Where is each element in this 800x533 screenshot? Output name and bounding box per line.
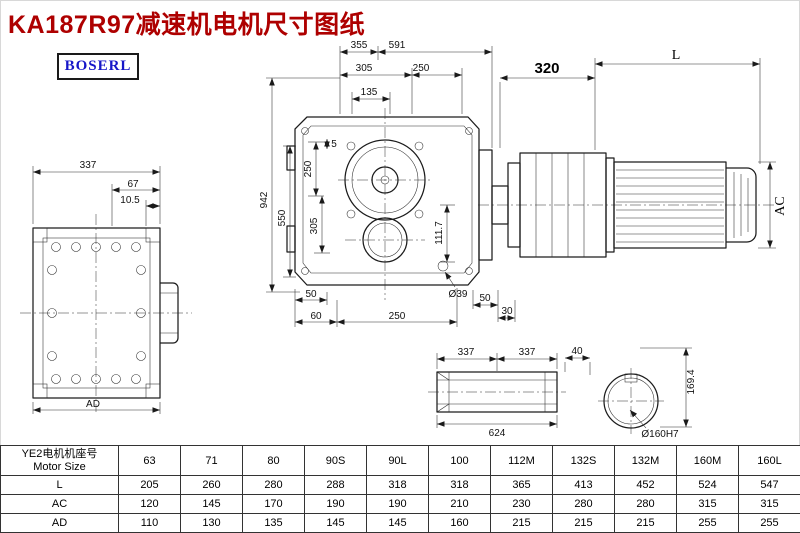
dim-side-67: 67 (127, 179, 139, 190)
cell: 160 (429, 514, 491, 533)
col-header-71: 71 (181, 446, 243, 476)
dim-motor-L: L (672, 48, 681, 63)
dim-front-250-left: 250 (303, 160, 314, 177)
cell: 547 (739, 476, 800, 495)
drain-hole (438, 261, 448, 271)
cell: 230 (491, 495, 553, 514)
dim-front-305-left: 305 (309, 217, 320, 234)
shaft-bore-end-view: 40 169.4 Ø160H7 (565, 346, 697, 440)
cell: 413 (553, 476, 615, 495)
dim-shaft-337a: 337 (458, 347, 475, 358)
dim-front-550: 550 (277, 209, 288, 226)
dim-motor-320: 320 (534, 60, 559, 77)
cell: 190 (305, 495, 367, 514)
col-header-132m: 132M (615, 446, 677, 476)
dim-front-942: 942 (259, 191, 270, 208)
cell: 190 (367, 495, 429, 514)
cell: 260 (181, 476, 243, 495)
dim-front-60: 60 (310, 311, 322, 322)
col-header-63: 63 (119, 446, 181, 476)
hollow-shaft-section-view: 337 337 624 (428, 347, 566, 439)
table-header-row: YE2电机机座号 Motor Size 63 71 80 90S 90L 100… (1, 446, 800, 476)
dim-front-30: 30 (501, 306, 513, 317)
cell: 145 (181, 495, 243, 514)
col-header-160l: 160L (739, 446, 800, 476)
cell: 145 (367, 514, 429, 533)
cell: 130 (181, 514, 243, 533)
cell: 280 (243, 476, 305, 495)
table-header-motor-size: YE2电机机座号 Motor Size (1, 446, 119, 476)
row-label-AD: AD (1, 514, 119, 533)
dim-shaft-337b: 337 (519, 347, 536, 358)
cell: 524 (677, 476, 739, 495)
dim-side-10-5: 10.5 (120, 195, 140, 206)
cell: 365 (491, 476, 553, 495)
dim-front-50-right: 50 (479, 293, 491, 304)
cell: 288 (305, 476, 367, 495)
dim-front-355: 355 (351, 40, 368, 51)
cell: 255 (677, 514, 739, 533)
col-header-90s: 90S (305, 446, 367, 476)
dim-bore-169-4: 169.4 (686, 369, 697, 394)
dim-side-ad: AD (86, 399, 100, 410)
cell: 280 (615, 495, 677, 514)
dim-front-250-top: 250 (413, 63, 430, 74)
dim-bore-40: 40 (571, 346, 583, 357)
row-label-AC: AC (1, 495, 119, 514)
cell: 315 (739, 495, 800, 514)
cell: 318 (429, 476, 491, 495)
dim-bore-dia160h7: Ø160H7 (641, 429, 679, 440)
table-row-AD: AD 110 130 135 145 145 160 215 215 215 2… (1, 514, 800, 533)
col-header-132s: 132S (553, 446, 615, 476)
dim-front-5: 5 (331, 139, 337, 150)
cell: 280 (553, 495, 615, 514)
gearbox-side-view: 337 67 10.5 AD (20, 160, 192, 414)
motor-size-table: YE2电机机座号 Motor Size 63 71 80 90S 90L 100… (0, 445, 800, 533)
cell: 318 (367, 476, 429, 495)
dim-front-50-left: 50 (305, 289, 317, 300)
table-row-AC: AC 120 145 170 190 190 210 230 280 280 3… (1, 495, 800, 514)
technical-drawing: 337 67 10.5 AD (0, 0, 800, 446)
dim-front-250-bottom: 250 (389, 311, 406, 322)
cell: 215 (553, 514, 615, 533)
dim-front-135: 135 (361, 87, 378, 98)
cell: 315 (677, 495, 739, 514)
cell: 120 (119, 495, 181, 514)
col-header-100: 100 (429, 446, 491, 476)
cell: 205 (119, 476, 181, 495)
dim-front-591: 591 (389, 40, 406, 51)
dim-side-337: 337 (80, 160, 97, 171)
dim-front-111-7: 111.7 (434, 221, 445, 245)
cell: 215 (491, 514, 553, 533)
col-header-160m: 160M (677, 446, 739, 476)
dim-shaft-624: 624 (489, 428, 506, 439)
cell: 452 (615, 476, 677, 495)
table-header-en: Motor Size (1, 461, 118, 474)
table-row-L: L 205 260 280 288 318 318 365 413 452 52… (1, 476, 800, 495)
cell: 135 (243, 514, 305, 533)
cell: 170 (243, 495, 305, 514)
col-header-80: 80 (243, 446, 305, 476)
motor-side-view: 320 L AC (478, 48, 788, 257)
cell: 145 (305, 514, 367, 533)
gearbox-front-view: 355 591 305 250 135 942 550 250 5 305 11… (259, 40, 515, 327)
cell: 215 (615, 514, 677, 533)
col-header-112m: 112M (491, 446, 553, 476)
dim-front-305-top: 305 (356, 63, 373, 74)
table-header-cn: YE2电机机座号 (1, 448, 118, 461)
row-label-L: L (1, 476, 119, 495)
col-header-90l: 90L (367, 446, 429, 476)
dim-motor-AC: AC (773, 196, 788, 215)
cell: 210 (429, 495, 491, 514)
cell: 110 (119, 514, 181, 533)
dim-front-dia39: Ø39 (449, 289, 468, 300)
cell: 255 (739, 514, 800, 533)
